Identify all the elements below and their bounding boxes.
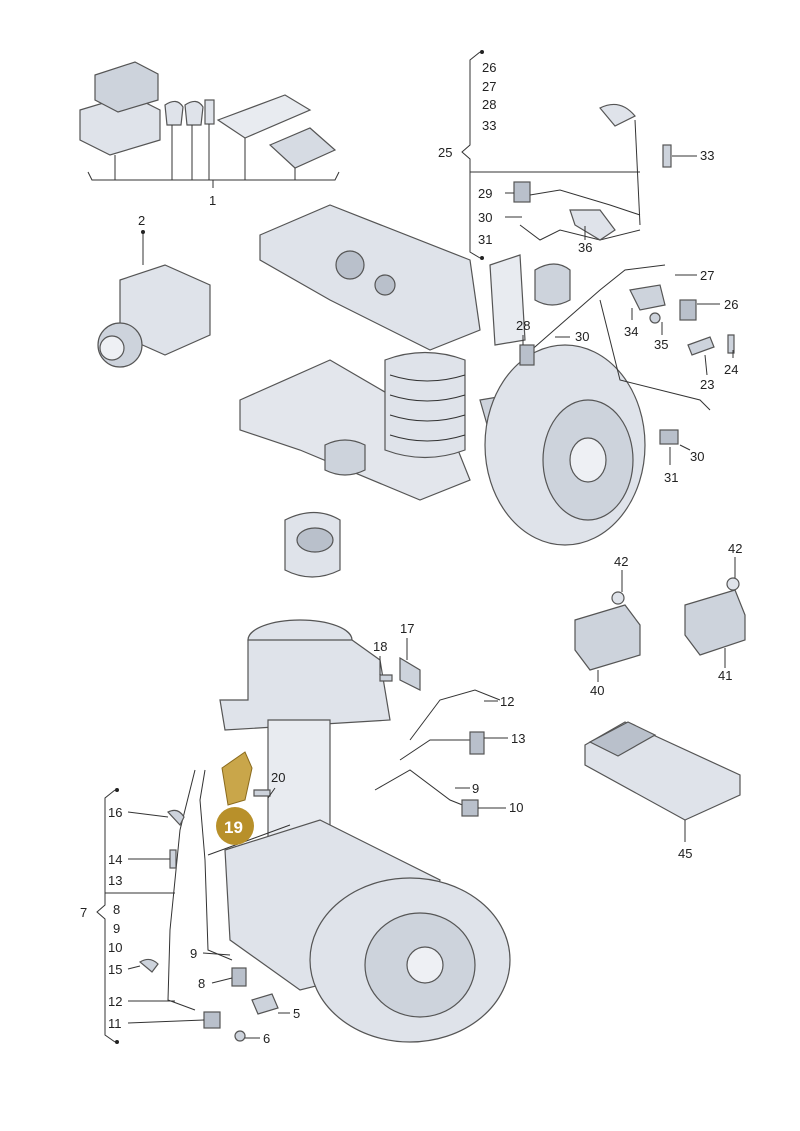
front-hub-assembly — [219, 619, 511, 1043]
callout-31-rear-b: 31 — [664, 470, 678, 485]
callout-14: 14 — [108, 852, 122, 867]
callout-19: 19 — [224, 818, 243, 837]
callout-1: 1 — [209, 193, 216, 208]
callout-35: 35 — [654, 337, 668, 352]
abs-unit-2 — [97, 230, 211, 368]
sensor-40 — [574, 570, 641, 682]
callout-13-right: 13 — [511, 731, 525, 746]
group-1-bracket — [87, 124, 340, 188]
callout-33-list: 33 — [482, 118, 496, 133]
callout-33: 33 — [700, 148, 714, 163]
rear-leader-lines — [505, 155, 734, 465]
callout-10-right: 10 — [509, 800, 523, 815]
callout-2: 2 — [138, 213, 145, 228]
callout-17: 17 — [400, 621, 414, 636]
sensor-41 — [684, 557, 746, 668]
callout-27-list: 27 — [482, 79, 496, 94]
callout-27: 27 — [700, 268, 714, 283]
front-leader-lines — [127, 638, 508, 1039]
callout-24: 24 — [724, 362, 738, 377]
callout-8-list: 8 — [113, 902, 120, 917]
callout-45: 45 — [678, 846, 692, 861]
callout-7: 7 — [80, 905, 87, 920]
callout-23: 23 — [700, 377, 714, 392]
callout-31-rear-a: 31 — [478, 232, 492, 247]
callout-26-list: 26 — [482, 60, 496, 75]
rear-sensor-parts — [513, 103, 735, 445]
callout-28-list: 28 — [482, 97, 496, 112]
front-sensor-parts — [138, 674, 393, 1042]
callout-26: 26 — [724, 297, 738, 312]
highlighted-bracket-19 — [216, 751, 254, 845]
callout-30-rear-a: 30 — [478, 210, 492, 225]
rear-axle-assembly — [239, 204, 711, 578]
callout-15: 15 — [108, 962, 122, 977]
control-module-45 — [584, 721, 741, 842]
callout-30-rear-b: 30 — [575, 329, 589, 344]
callout-13-list: 13 — [108, 873, 122, 888]
callout-42-left: 42 — [614, 554, 628, 569]
callout-34: 34 — [624, 324, 638, 339]
group-25-bracket — [461, 50, 640, 260]
callout-42-right: 42 — [728, 541, 742, 556]
callout-12-left: 12 — [108, 994, 122, 1009]
callout-9-right: 9 — [472, 781, 479, 796]
callout-11: 11 — [108, 1016, 122, 1031]
callout-12-right: 12 — [500, 694, 514, 709]
callout-18: 18 — [373, 639, 387, 654]
callout-36: 36 — [578, 240, 592, 255]
callout-40: 40 — [590, 683, 604, 698]
callout-41: 41 — [718, 668, 732, 683]
group-1-parts — [79, 61, 337, 169]
callout-25: 25 — [438, 145, 452, 160]
callout-30-rear-c: 30 — [690, 449, 704, 464]
callout-9-list: 9 — [113, 921, 120, 936]
group-7-bracket — [96, 788, 175, 1044]
callout-6: 6 — [263, 1031, 270, 1046]
callout-29: 29 — [478, 186, 492, 201]
callout-5: 5 — [293, 1006, 300, 1021]
callout-9-front: 9 — [190, 946, 197, 961]
callout-28: 28 — [516, 318, 530, 333]
callout-8: 8 — [198, 976, 205, 991]
callout-16: 16 — [108, 805, 122, 820]
callout-20: 20 — [271, 770, 285, 785]
callout-10-list: 10 — [108, 940, 122, 955]
